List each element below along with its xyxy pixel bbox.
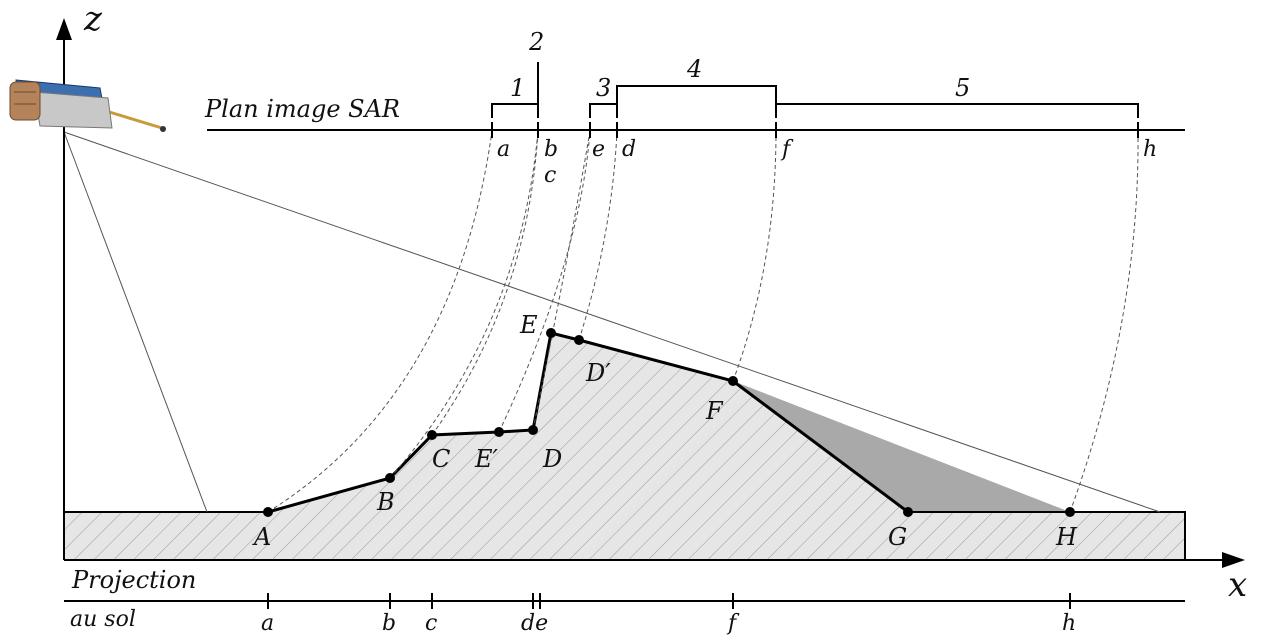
ground-label-c: c	[425, 611, 437, 636]
segment-label-3: 3	[596, 74, 611, 102]
segment-brackets	[491, 62, 1139, 118]
point-label-A: A	[252, 523, 271, 551]
bracket-5	[775, 103, 1139, 118]
point-D-prime	[574, 335, 584, 345]
sar-label-e: e	[592, 137, 605, 162]
point-label-H: H	[1055, 523, 1078, 551]
sar-label-d: d	[622, 137, 636, 162]
point-label-E-prime: E′	[474, 445, 499, 473]
point-A	[263, 507, 273, 517]
z-axis-label: z	[83, 0, 103, 39]
x-axis-arrow	[1222, 552, 1245, 568]
point-label-F: F	[705, 397, 724, 425]
point-label-D-prime: D′	[585, 359, 611, 387]
arc-h	[1069, 130, 1139, 513]
ground-label-de: de	[521, 611, 548, 636]
arc-c	[431, 130, 539, 436]
terrain-hatched-area	[64, 333, 1185, 560]
z-axis-arrow	[56, 18, 72, 40]
point-B	[385, 473, 395, 483]
point-F	[728, 376, 738, 386]
segment-label-2: 2	[528, 28, 544, 56]
radar-ray-near	[63, 131, 208, 513]
point-E	[546, 328, 556, 338]
ground-projection-label-2: au sol	[70, 607, 136, 632]
ground-label-a: a	[261, 611, 274, 636]
point-label-D: D	[542, 445, 562, 473]
sar-ticks	[491, 122, 1139, 138]
radar-ray-far	[63, 131, 1161, 513]
ground-label-h: h	[1062, 611, 1076, 636]
arc-a	[267, 130, 493, 513]
point-D	[528, 425, 538, 435]
sar-label-a: a	[497, 137, 510, 162]
point-label-C: C	[432, 445, 450, 473]
x-axis-label: x	[1228, 565, 1247, 605]
terrain-points	[263, 328, 1075, 517]
arc-f	[732, 130, 777, 382]
sar-label-f: f	[780, 137, 794, 162]
point-label-E: E	[519, 311, 538, 339]
point-label-B: B	[376, 488, 395, 516]
shadow-region	[733, 381, 1070, 512]
ground-ticks	[267, 593, 1071, 609]
arc-b	[389, 130, 539, 479]
arc-d	[532, 130, 591, 431]
bracket-1	[491, 103, 539, 118]
segment-label-4: 4	[686, 55, 702, 83]
arc-e	[498, 130, 591, 433]
bracket-4	[616, 85, 777, 118]
sar-label-b: b	[544, 137, 558, 162]
segment-label-1: 1	[510, 74, 525, 102]
point-label-G: G	[888, 523, 907, 551]
point-H	[1065, 507, 1075, 517]
segment-label-5: 5	[955, 74, 970, 102]
sar-label-h: h	[1143, 137, 1157, 162]
sar-plane-label: Plan image SAR	[204, 95, 400, 123]
point-C	[427, 430, 437, 440]
sar-label-c: c	[544, 163, 556, 188]
projection-arcs	[267, 130, 1139, 513]
ground-label-f: f	[726, 611, 740, 636]
ground-label-b: b	[382, 611, 396, 636]
arc-dprime	[578, 130, 618, 341]
ground-projection-label-1: Projection	[71, 566, 196, 594]
point-E-prime	[494, 427, 504, 437]
bracket-3	[589, 103, 618, 118]
satellite-icon	[9, 79, 166, 132]
point-G	[903, 507, 913, 517]
